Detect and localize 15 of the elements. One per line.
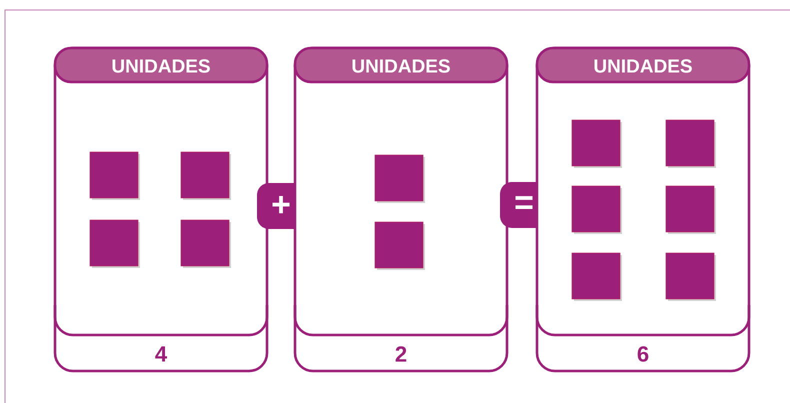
square-tile (666, 120, 716, 168)
square-tile (572, 186, 622, 234)
square-tile (666, 186, 716, 234)
square-tile (666, 252, 716, 301)
node-label: = (515, 196, 533, 210)
square-tile (572, 252, 622, 301)
square-tile (180, 152, 231, 200)
square-tile (90, 152, 140, 200)
square-tile (572, 120, 622, 168)
square-tile (180, 220, 231, 268)
node-label: + (272, 196, 290, 214)
square-tile (374, 222, 425, 270)
card: UNIDADES 2 (294, 46, 508, 372)
square-tile (374, 154, 425, 203)
square-tile (90, 220, 140, 268)
